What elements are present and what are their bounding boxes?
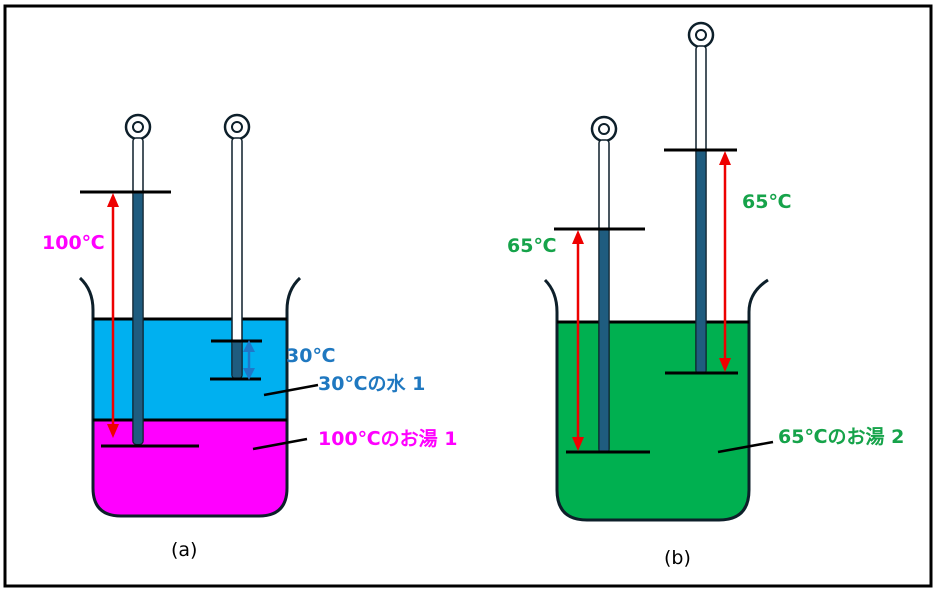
hot-water-layer <box>93 420 287 516</box>
outer-frame <box>3 4 933 588</box>
panel-b: 65℃ 65℃ 65℃のお湯 2 (b) <box>507 21 904 569</box>
leader-line-mixed <box>717 440 774 454</box>
thermometer-hot <box>124 113 152 445</box>
mixed-water <box>557 322 749 520</box>
blue-double-arrow-30 <box>243 340 255 380</box>
cold-water-label: 30℃の水 1 <box>318 373 425 395</box>
leader-line-hot <box>252 437 308 451</box>
red-double-arrow-right <box>719 151 731 372</box>
red-double-arrow-100 <box>107 193 119 438</box>
mixed-water-label: 65℃のお湯 2 <box>778 426 904 448</box>
leader-line-cold <box>263 383 319 397</box>
caption-a: (a) <box>171 539 197 561</box>
thermometer-right <box>687 21 715 374</box>
cold-water-layer <box>93 319 287 420</box>
reading-label-left: 65℃ <box>507 235 556 257</box>
reading-label-100: 100℃ <box>42 232 105 254</box>
caption-b: (b) <box>664 547 691 569</box>
beaker-b <box>543 278 769 522</box>
beaker-a <box>78 276 302 518</box>
thermometer-left <box>590 115 618 453</box>
hot-water-label: 100℃のお湯 1 <box>318 428 458 450</box>
red-double-arrow-left <box>572 230 584 451</box>
panel-a: 100℃ 30℃ 30℃の水 1 100℃のお湯 1 (a) <box>42 113 458 561</box>
reading-label-right: 65℃ <box>742 191 791 213</box>
thermometer-cold <box>223 113 251 379</box>
reading-label-30: 30℃ <box>286 345 335 367</box>
